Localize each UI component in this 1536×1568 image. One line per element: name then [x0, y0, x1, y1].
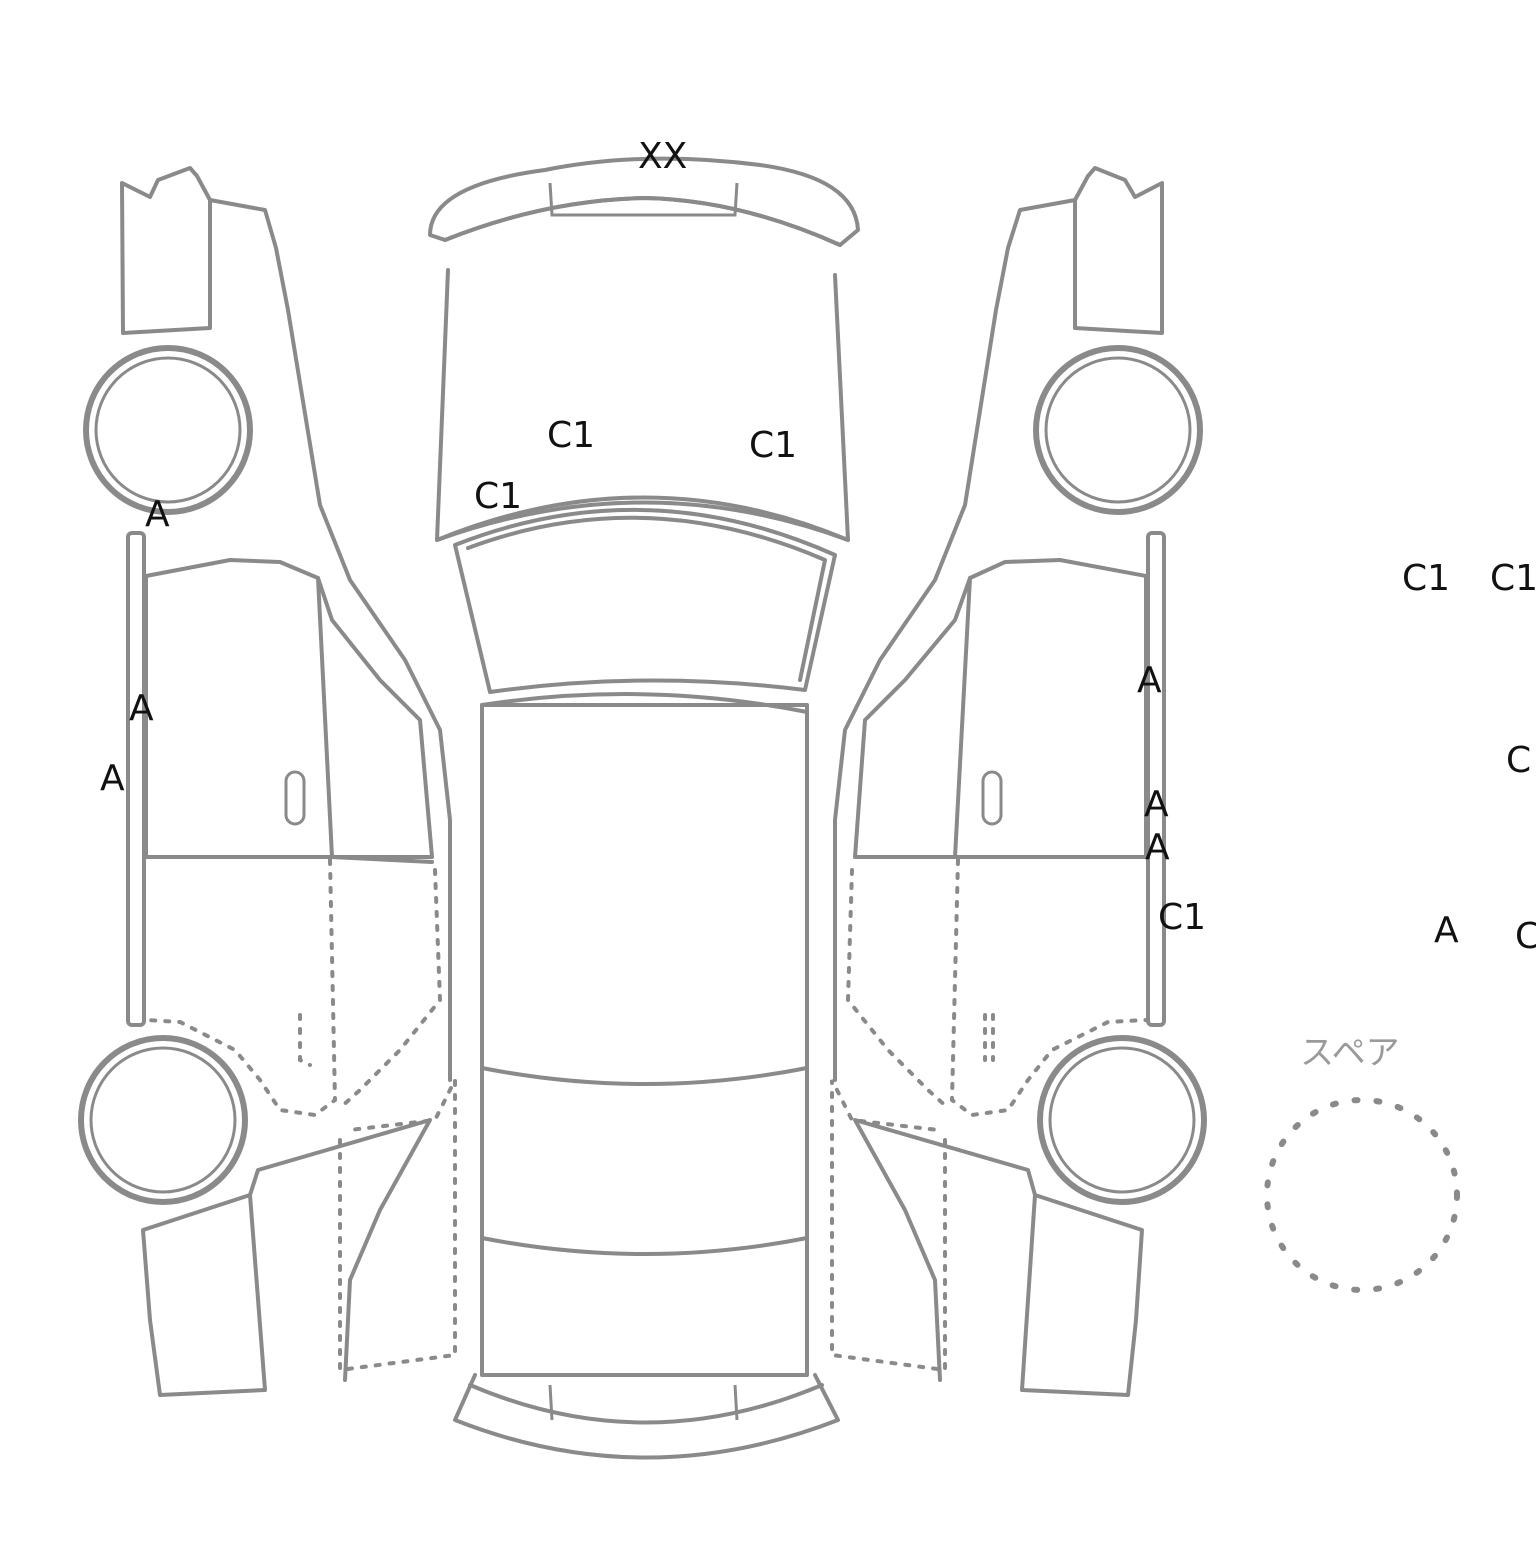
damage-mark: C — [1515, 916, 1536, 957]
damage-mark: C — [1506, 740, 1531, 781]
front-right-wheel-icon — [1033, 345, 1203, 515]
damage-mark: XX — [638, 136, 687, 177]
front-left-wheel-icon — [83, 345, 253, 515]
damage-marks: XX C1 C1 C1 A A A A A A C1 C1 C1 C A C — [100, 136, 1536, 957]
damage-mark: A — [129, 688, 154, 729]
spare-tire: スペア — [1264, 1033, 1460, 1293]
damage-mark: C1 — [1402, 558, 1450, 599]
rear-left-wheel-icon — [78, 1035, 248, 1205]
damage-mark: C1 — [749, 425, 797, 466]
top-view — [428, 156, 860, 1460]
spare-label: スペア — [1300, 1033, 1400, 1073]
rear-right-wheel-icon — [1037, 1035, 1207, 1205]
right-side-view — [830, 166, 1207, 1397]
damage-mark: A — [1137, 660, 1162, 701]
damage-mark: A — [100, 758, 125, 799]
damage-mark: C1 — [474, 476, 522, 517]
damage-mark: A — [1145, 827, 1170, 868]
damage-mark: A — [145, 494, 170, 535]
damage-mark: C1 — [547, 415, 595, 456]
damage-mark: C1 — [1490, 558, 1536, 599]
spare-tire-icon — [1264, 1097, 1460, 1293]
damage-mark: C1 — [1158, 897, 1206, 938]
damage-mark: A — [1144, 784, 1169, 825]
left-side-view — [78, 166, 457, 1397]
damage-mark: A — [1434, 910, 1459, 951]
